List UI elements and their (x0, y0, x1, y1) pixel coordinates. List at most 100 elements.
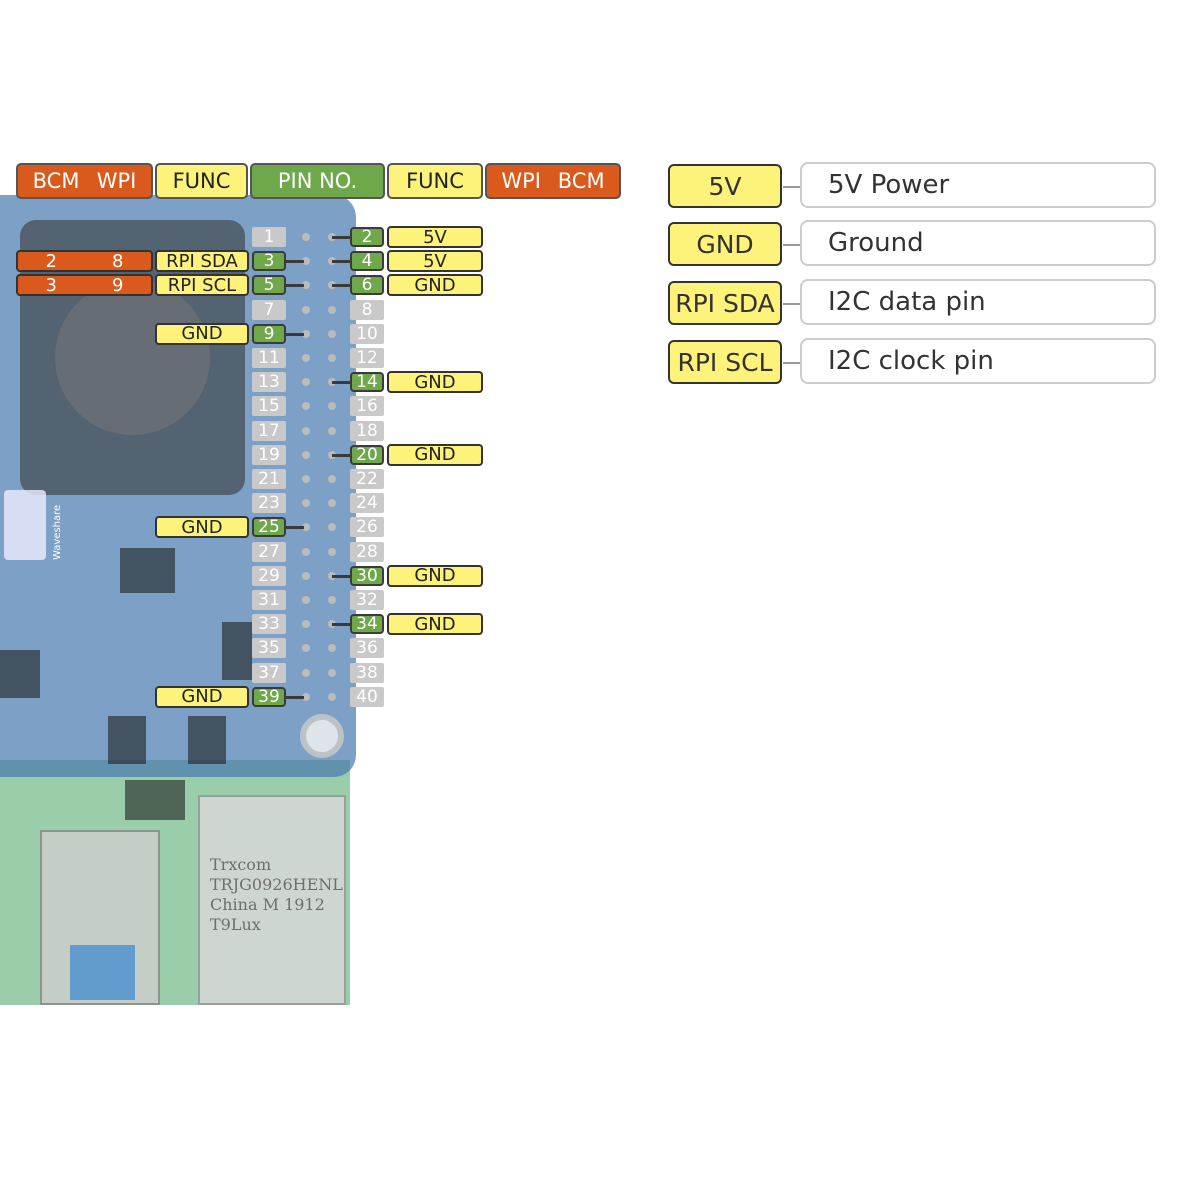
pin-17: 17 (252, 420, 286, 441)
func-label-pin-6: GND (387, 274, 483, 297)
legend-desc-rpi-scl: I2C clock pin (800, 338, 1156, 384)
pin-6: 6 (350, 275, 384, 296)
pin-15: 15 (252, 396, 286, 417)
pin-7: 7 (252, 299, 286, 320)
pin-lead (286, 695, 304, 699)
pin-pad (302, 644, 310, 653)
pin-pad (328, 547, 336, 556)
pin-lead (332, 284, 350, 288)
pin-lead (332, 260, 350, 264)
pin-pad (328, 329, 336, 338)
pin-28: 28 (350, 541, 384, 562)
pin-35: 35 (252, 638, 286, 659)
pin-pad (328, 644, 336, 653)
fan-hub (55, 280, 210, 435)
pin-pad (302, 426, 310, 435)
func-label-pin-5: RPI SCL (155, 274, 249, 297)
brand-text: Waveshare (52, 504, 63, 560)
pin-pad (328, 475, 336, 483)
pin-pad (302, 281, 310, 290)
legend-key-rpi-scl: RPI SCL (668, 340, 782, 384)
pin-pad (302, 547, 310, 556)
legend-desc-gnd: Ground (800, 220, 1156, 266)
ethernet-port (198, 795, 346, 1005)
pin-pad (328, 692, 336, 701)
pin-29: 29 (252, 565, 286, 586)
pin-10: 10 (350, 323, 384, 344)
chip (188, 716, 226, 764)
pin-24: 24 (350, 493, 384, 514)
func-label-pin-39: GND (155, 685, 249, 708)
func-label-pin-14: GND (387, 371, 483, 394)
pin-pad (302, 329, 310, 338)
header-left-func: FUNC (155, 163, 248, 199)
func-label-pin-20: GND (387, 443, 483, 466)
wpi-number: 9 (112, 274, 124, 296)
pin-lead (286, 332, 304, 336)
header-bcm-label: BCM (32, 169, 80, 193)
pin-36: 36 (350, 638, 384, 659)
func-label-pin-34: GND (387, 613, 483, 636)
func-label-pin-25: GND (155, 516, 249, 539)
pin-lead (286, 260, 304, 264)
pin-pad (328, 305, 336, 314)
legend-key-5v: 5V (668, 164, 782, 208)
pin-pad (302, 571, 310, 580)
header-bcm-label: BCM (557, 169, 605, 193)
header-pin-no: PIN NO. (250, 163, 385, 199)
pin-2: 2 (350, 227, 384, 247)
header-right-func: FUNC (387, 163, 483, 199)
pin-pad (328, 499, 336, 508)
pin-3: 3 (252, 251, 286, 272)
pin-pad (328, 523, 336, 532)
bcm-number: 3 (45, 274, 57, 296)
pin-lead (286, 526, 304, 530)
pin-16: 16 (350, 396, 384, 417)
pin-pad (328, 354, 336, 362)
waveshare-logo-icon (4, 490, 46, 560)
header-wpi-label: WPI (96, 169, 137, 193)
pin-pad (302, 620, 310, 629)
func-label-pin-4: 5V (387, 250, 483, 273)
pin-5: 5 (252, 275, 286, 296)
pin-pad (302, 450, 310, 459)
pin-33: 33 (252, 614, 286, 635)
func-label-pin-30: GND (387, 564, 483, 587)
pin-31: 31 (252, 590, 286, 610)
pin-pad (302, 692, 310, 701)
pin-pad (302, 257, 310, 266)
mounting-hole (300, 714, 344, 758)
legend-connector (783, 303, 801, 305)
wpi-number: 8 (112, 250, 124, 272)
pin-pad (302, 475, 310, 483)
pin-39: 39 (252, 686, 286, 707)
pin-27: 27 (252, 541, 286, 562)
chip (222, 622, 252, 680)
legend-connector (783, 362, 801, 364)
pin-38: 38 (350, 662, 384, 683)
pin-lead (332, 381, 350, 385)
header-wpi-label: WPI (501, 169, 541, 193)
pin-32: 32 (350, 590, 384, 610)
chip (125, 780, 185, 820)
pin-12: 12 (350, 348, 384, 368)
pin-pad (302, 354, 310, 362)
pin-20: 20 (350, 444, 384, 465)
pin-13: 13 (252, 372, 286, 393)
legend-key-gnd: GND (668, 222, 782, 266)
chip (0, 650, 40, 698)
bcm-number: 2 (45, 250, 57, 272)
pin-14: 14 (350, 372, 384, 393)
func-label-pin-3: RPI SDA (155, 250, 249, 273)
pin-lead (286, 284, 304, 288)
pin-pad (302, 402, 310, 411)
pin-11: 11 (252, 348, 286, 368)
pin-21: 21 (252, 469, 286, 489)
pin-19: 19 (252, 444, 286, 465)
pin-lead (332, 623, 350, 627)
legend-connector (783, 244, 801, 246)
pin-lead (332, 236, 350, 239)
legend-connector (783, 186, 801, 188)
pin-18: 18 (350, 420, 384, 441)
